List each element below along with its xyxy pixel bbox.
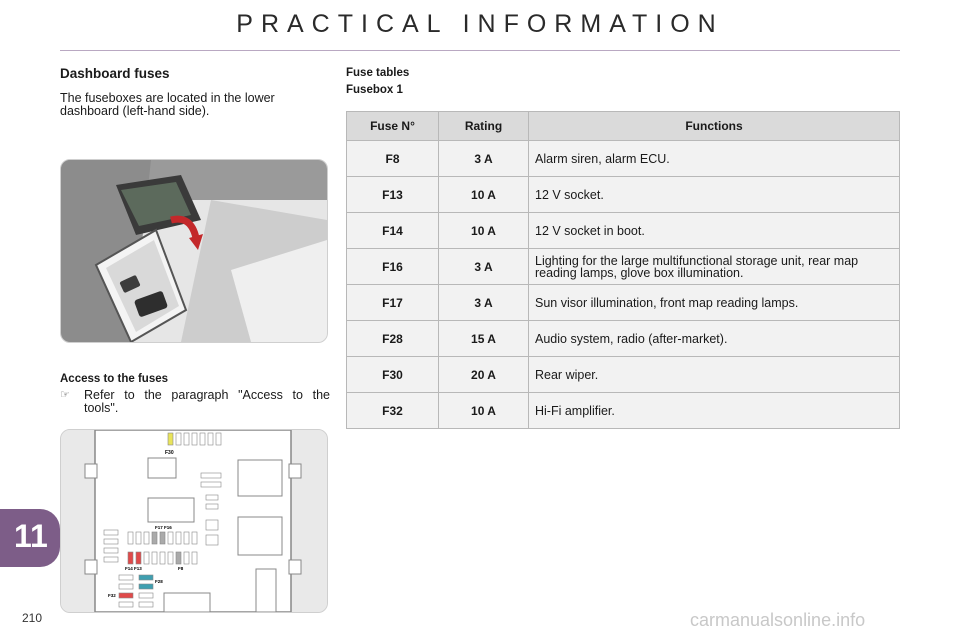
access-heading: Access to the fuses: [60, 373, 169, 385]
chapter-number: 11: [14, 518, 48, 554]
fuse-rating: 20 A: [438, 356, 529, 393]
table-row: F16 3 A Lighting for the large multifunc…: [346, 248, 900, 285]
fuse-rating: 3 A: [438, 284, 529, 321]
column-header-fuse: Fuse N°: [346, 111, 439, 141]
f28-label: F28: [155, 579, 163, 584]
table-row: F14 10 A 12 V socket in boot.: [346, 212, 900, 249]
table-row: F8 3 A Alarm siren, alarm ECU.: [346, 140, 900, 177]
page-number: 210: [22, 611, 43, 625]
f14f13-label: F14 F13: [125, 566, 142, 571]
fuse-rating: 3 A: [438, 248, 529, 285]
fuse-tables-heading: Fuse tables: [346, 67, 410, 79]
fuse-table: Fuse N° Rating Functions F8 3 A Alarm si…: [346, 111, 900, 429]
fuse-function: Sun visor illumination, front map readin…: [528, 284, 900, 321]
intro-paragraph: The fuseboxes are located in the lower d…: [60, 91, 275, 118]
section-heading: Dashboard fuses: [60, 66, 170, 81]
fuse-number: F30: [346, 356, 439, 393]
fuse-number: F32: [346, 392, 439, 429]
fuse-function: Hi-Fi amplifier.: [528, 392, 900, 429]
fuse-rating: 15 A: [438, 320, 529, 357]
table-header-row: Fuse N° Rating Functions: [346, 111, 900, 141]
fuse-function: 12 V socket in boot.: [528, 212, 900, 249]
column-header-functions: Functions: [528, 111, 900, 141]
f8-label: F8: [178, 566, 184, 571]
chapter-tab: 11: [0, 509, 60, 567]
watermark: carmanualsonline.info: [690, 610, 866, 630]
f32-label: F32: [108, 593, 116, 598]
dashboard-fusebox-photo: [60, 159, 328, 343]
fuse-rating: 10 A: [438, 212, 529, 249]
header-rule: [60, 50, 900, 51]
fuse-number: F28: [346, 320, 439, 357]
f17f16-label: F17 F16: [155, 525, 172, 530]
pointing-hand-icon: ☞: [60, 389, 70, 401]
fusebox-diagram: F30 F17 F16 F14 F13: [60, 429, 328, 613]
page-title: PRACTICAL INFORMATION: [236, 10, 724, 38]
fuse-number: F14: [346, 212, 439, 249]
fuse-rating: 10 A: [438, 392, 529, 429]
table-row: F30 20 A Rear wiper.: [346, 356, 900, 393]
access-text: Refer to the paragraph "Access to the to…: [84, 388, 330, 415]
f30-label: F30: [165, 450, 174, 456]
column-header-rating: Rating: [438, 111, 529, 141]
fuse-number: F16: [346, 248, 439, 285]
fuse-function: Audio system, radio (after-market).: [528, 320, 900, 357]
fuse-number: F17: [346, 284, 439, 321]
table-row: F13 10 A 12 V socket.: [346, 176, 900, 213]
table-row: F28 15 A Audio system, radio (after-mark…: [346, 320, 900, 357]
table-row: F32 10 A Hi-Fi amplifier.: [346, 392, 900, 429]
fuse-number: F8: [346, 140, 439, 177]
fuse-number: F13: [346, 176, 439, 213]
fusebox-subheading: Fusebox 1: [346, 84, 403, 96]
table-row: F17 3 A Sun visor illumination, front ma…: [346, 284, 900, 321]
fuse-function: 12 V socket.: [528, 176, 900, 213]
fuse-rating: 3 A: [438, 140, 529, 177]
fuse-rating: 10 A: [438, 176, 529, 213]
access-instruction: ☞ Refer to the paragraph "Access to the …: [60, 389, 330, 415]
fuse-function: Rear wiper.: [528, 356, 900, 393]
fuse-function: Lighting for the large multifunctional s…: [528, 248, 900, 285]
fuse-function: Alarm siren, alarm ECU.: [528, 140, 900, 177]
